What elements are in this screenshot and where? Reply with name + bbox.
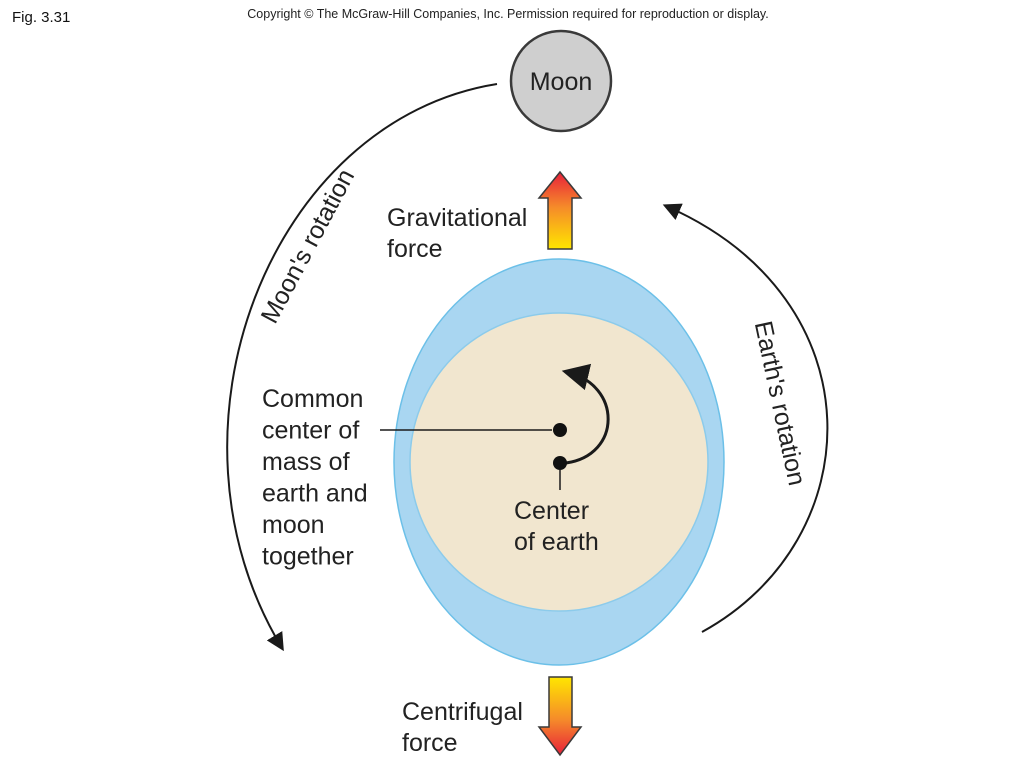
figure-label: Fig. 3.31 [12,9,70,26]
center-of-earth-label-line2: of earth [514,528,599,556]
gravitational-force-label-line2: force [387,235,443,263]
moons-rotation-label: Moon's rotation [256,165,361,328]
earths-rotation-arrow [662,203,829,633]
common-center-label-line: Common [262,385,363,413]
common-center-label: Common center of mass of earth and moon toget… [262,385,368,571]
common-center-label-line: together [262,543,354,571]
copyright-notice: Copyright © The McGraw-Hill Companies, I… [247,7,768,21]
common-center-label-line: moon [262,511,325,539]
center-of-earth-dot [553,456,567,470]
earths-rotation-label: Earth's rotation [749,319,811,489]
earth-spin-arrow [561,363,610,465]
moons-rotation-arrow [226,83,498,652]
centrifugal-force-arrow [537,676,583,757]
centrifugal-force-label-line2: force [402,729,458,757]
gravitational-force-label-line1: Gravitational [387,204,527,232]
common-center-label-line: earth and [262,480,368,508]
moon-circle [509,29,613,133]
center-of-earth-label-line1: Center [514,497,589,525]
moon-label: Moon [530,68,593,96]
common-center-label-line: center of [262,417,359,445]
gravitational-force-arrow [537,170,583,250]
common-center-label-line: mass of [262,448,350,476]
centrifugal-force-label-line1: Centrifugal [402,698,523,726]
common-center-dot [553,423,567,437]
